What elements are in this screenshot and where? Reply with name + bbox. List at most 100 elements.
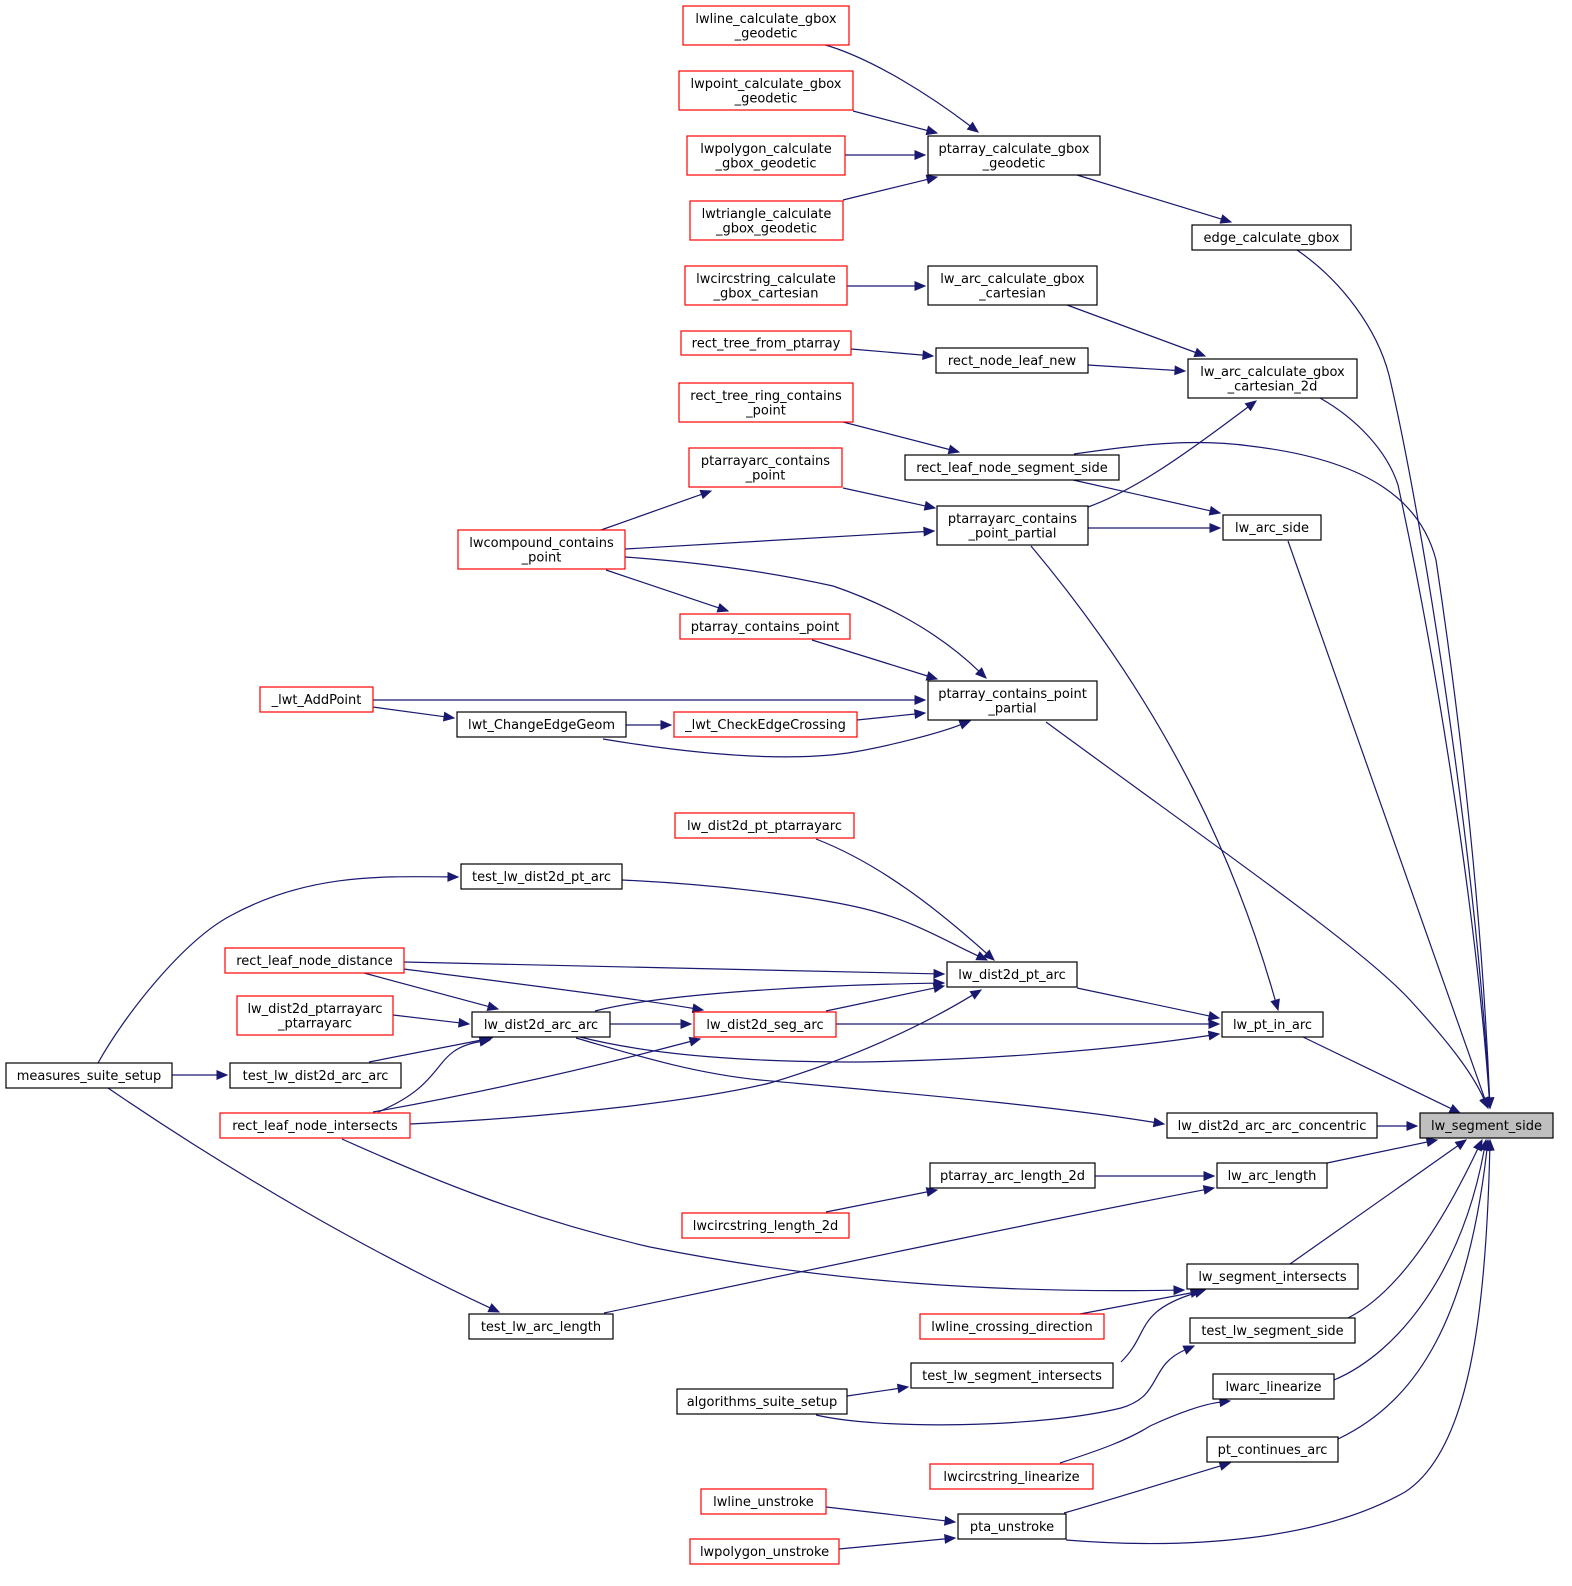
edge-lwpoint_calculate_gbox_geodetic-to-ptarray_calculate_gbox_geodetic [852, 110, 939, 136]
node-lwcircstring-linearize[interactable]: lwcircstring_linearize [929, 1463, 1094, 1490]
node-box [927, 135, 1101, 176]
edge-lwt_ChangeEdgeGeom-to-_lwt_CheckEdgeCrossing [626, 720, 673, 730]
node-rect-leaf-node-distance[interactable]: rect_leaf_node_distance [224, 947, 405, 974]
edge-rect_leaf_node_segment_side-to-lw_arc_side [1072, 479, 1222, 516]
node-pta-unstroke[interactable]: pta_unstroke [957, 1513, 1067, 1540]
node-lwcompound-contains-point[interactable]: lwcompound_contains_point [457, 529, 626, 570]
edge-line [1337, 1149, 1488, 1440]
edge-line [1045, 721, 1485, 1100]
edge-ptarray_calculate_gbox_geodetic-to-edge_calculate_gbox [1076, 174, 1233, 224]
node-box [684, 265, 848, 306]
node-box [676, 1388, 848, 1415]
node-lw-pt-in-arc[interactable]: lw_pt_in_arc [1221, 1011, 1324, 1038]
node-lwtriangle-calculate-gbox-geodetic[interactable]: lwtriangle_calculate_gbox_geodetic [689, 200, 844, 241]
node-rect-leaf-node-segment-side[interactable]: rect_leaf_node_segment_side [904, 454, 1120, 481]
node-ptarray-contains-point-partial[interactable]: ptarray_contains_point_partial [927, 680, 1098, 721]
arrowhead-icon [914, 709, 927, 720]
node-lwarc-linearize[interactable]: lwarc_linearize [1212, 1373, 1335, 1400]
node-ptarray-arc-length-2d[interactable]: ptarray_arc_length_2d [929, 1162, 1096, 1189]
node-rect-tree-ring-contains-point[interactable]: rect_tree_ring_contains_point [678, 382, 854, 423]
node-lw-dist2d-pt-ptarrayarc[interactable]: lw_dist2d_pt_ptarrayarc [674, 812, 855, 839]
node-label: lw_arc_calculate_gbox [1200, 365, 1345, 380]
node-test-lw-segment-side[interactable]: test_lw_segment_side [1189, 1317, 1356, 1344]
node-box [1221, 1011, 1324, 1038]
node-label: _lwt_CheckEdgeCrossing [684, 718, 846, 733]
node-box [224, 947, 405, 974]
arrowhead-icon [457, 1017, 471, 1028]
node-lwcircstring-length-2d[interactable]: lwcircstring_length_2d [681, 1212, 850, 1239]
node-edge-calculate-gbox[interactable]: edge_calculate_gbox [1191, 224, 1352, 251]
node-pt-continues-arc[interactable]: pt_continues_arc [1206, 1436, 1339, 1463]
edge-line [1087, 364, 1176, 371]
node-label: lwline_crossing_direction [931, 1320, 1092, 1335]
node-lw-arc-length[interactable]: lw_arc_length [1216, 1162, 1328, 1189]
node-lwpolygon-unstroke[interactable]: lwpolygon_unstroke [689, 1538, 840, 1565]
node-lw-dist2d-ptarrayarc-ptarrayarc[interactable]: lw_dist2d_ptarrayarc_ptarrayarc [236, 995, 394, 1036]
arrowhead-icon [969, 989, 983, 1000]
node-box [686, 135, 846, 176]
arrowhead-icon [914, 281, 927, 291]
node-label: lw_segment_side [1431, 1119, 1542, 1134]
node-algorithms-suite-setup[interactable]: algorithms_suite_setup [676, 1388, 848, 1415]
node-ptarray-contains-point[interactable]: ptarray_contains_point [679, 613, 851, 640]
node-lwpolygon-calculate-gbox-geodetic[interactable]: lwpolygon_calculate_gbox_geodetic [686, 135, 846, 176]
arrowhead-icon [1208, 505, 1222, 516]
node-test-lw-dist2d-pt-arc[interactable]: test_lw_dist2d_pt_arc [460, 863, 623, 890]
edge-rect_tree_from_ptarray-to-rect_node_leaf_new [850, 348, 935, 361]
node-label: rect_node_leaf_new [948, 354, 1077, 369]
node-label: pta_unstroke [970, 1520, 1054, 1535]
node-test-lw-segment-intersects[interactable]: test_lw_segment_intersects [910, 1362, 1114, 1389]
node-lwpoint-calculate-gbox-geodetic[interactable]: lwpoint_calculate_gbox_geodetic [678, 70, 854, 111]
node-ptarrayarc-contains-point-partial[interactable]: ptarrayarc_contains_point_partial [936, 505, 1089, 546]
edge-line [372, 706, 445, 718]
arrowhead-icon [1473, 1138, 1483, 1152]
node-lw-dist2d-arc-arc-concentric[interactable]: lw_dist2d_arc_arc_concentric [1166, 1112, 1378, 1139]
node-lw-arc-calculate-gbox-cartesian-2d[interactable]: lw_arc_calculate_gbox_cartesian_2d [1187, 358, 1358, 399]
node-rect-node-leaf-new[interactable]: rect_node_leaf_new [935, 347, 1089, 374]
node-lw-segment-intersects[interactable]: lw_segment_intersects [1186, 1263, 1359, 1290]
node-lw-dist2d-pt-arc[interactable]: lw_dist2d_pt_arc [946, 961, 1078, 988]
edge-lwtriangle_calculate_gbox_geodetic-to-ptarray_calculate_gbox_geodetic [842, 174, 939, 201]
node-box [457, 529, 626, 570]
node-lwt-ChangeEdgeGeom[interactable]: lwt_ChangeEdgeGeom [456, 711, 627, 738]
node-test-lw-arc-length[interactable]: test_lw_arc_length [468, 1313, 614, 1340]
arrowhead-icon [1454, 1139, 1468, 1151]
node-box [680, 330, 852, 356]
node-label: lwline_calculate_gbox [695, 12, 837, 27]
edge-line [602, 724, 961, 758]
node--lwt-CheckEdgeCrossing[interactable]: _lwt_CheckEdgeCrossing [673, 711, 858, 738]
edge-lw_dist2d_arc_arc-to-lw_pt_in_arc [579, 1030, 1221, 1063]
node-lw-arc-calculate-gbox-cartesian[interactable]: lw_arc_calculate_gbox_cartesian [927, 265, 1098, 306]
arrowhead-icon [1406, 1121, 1419, 1131]
node-lwline-crossing-direction[interactable]: lwline_crossing_direction [919, 1313, 1105, 1340]
node-lw-dist2d-seg-arc[interactable]: lw_dist2d_seg_arc [693, 1011, 837, 1038]
edge-line [1076, 987, 1210, 1017]
edge-test_lw_dist2d_arc_arc-to-lw_dist2d_arc_arc [368, 1035, 494, 1063]
arrowhead-icon [688, 1036, 702, 1047]
node-lwcircstring-calculate-gbox-cartesian[interactable]: lwcircstring_calculate_gbox_cartesian [684, 265, 848, 306]
node-lw-dist2d-arc-arc[interactable]: lw_dist2d_arc_arc [471, 1011, 611, 1038]
node-ptarray-calculate-gbox-geodetic[interactable]: ptarray_calculate_gbox_geodetic [927, 135, 1101, 176]
edge-line [624, 556, 980, 672]
edge-algorithms_suite_setup-to-test_lw_segment_intersects [846, 1383, 910, 1397]
arrowhead-icon [1202, 1185, 1216, 1195]
node-measures-suite-setup[interactable]: measures_suite_setup [5, 1062, 173, 1089]
edge-lw_arc_length-to-lw_segment_side [1326, 1137, 1439, 1164]
node-lw-segment-side[interactable]: lw_segment_side [1419, 1112, 1554, 1139]
node-rect-leaf-node-intersects[interactable]: rect_leaf_node_intersects [219, 1112, 411, 1139]
edge-line [409, 994, 973, 1125]
node-box [935, 347, 1089, 374]
edge-measures_suite_setup-to-test_lw_arc_length [107, 1087, 501, 1313]
node-test-lw-dist2d-arc-arc[interactable]: test_lw_dist2d_arc_arc [229, 1062, 402, 1089]
node-lw-arc-side[interactable]: lw_arc_side [1222, 514, 1322, 541]
node--lwt-AddPoint[interactable]: _lwt_AddPoint [259, 686, 374, 713]
node-lwline-unstroke[interactable]: lwline_unstroke [700, 1488, 827, 1515]
edge-lw_dist2d_pt_ptarrayarc-to-lw_dist2d_pt_arc [815, 838, 995, 961]
arrowhead-icon [1208, 1019, 1221, 1029]
node-rect-tree-from-ptarray[interactable]: rect_tree_from_ptarray [680, 330, 852, 356]
edge-line [605, 569, 719, 609]
edge-lw_arc_calculate_gbox_cartesian_2d-to-lw_segment_side [1319, 397, 1495, 1110]
node-lwline-calculate-gbox-geodetic[interactable]: lwline_calculate_gbox_geodetic [682, 5, 850, 46]
node-ptarrayarc-contains-point[interactable]: ptarrayarc_contains_point [688, 447, 843, 488]
